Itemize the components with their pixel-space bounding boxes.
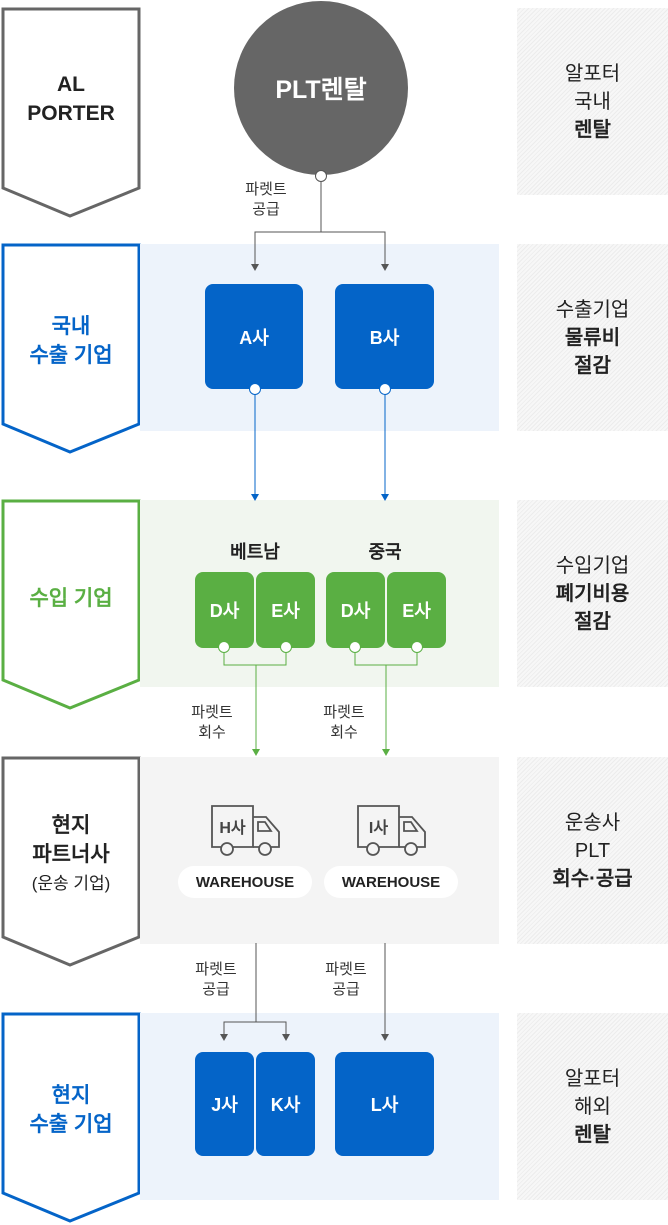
country-china: 중국 bbox=[368, 542, 402, 562]
panel-partner bbox=[140, 757, 499, 944]
company-j: J사 bbox=[195, 1052, 254, 1156]
banner-line: AL bbox=[57, 73, 85, 96]
warehouse-badge: WAREHOUSE bbox=[178, 866, 312, 898]
country-vietnam: 베트남 bbox=[230, 542, 280, 562]
truck-label-h: H사 bbox=[219, 820, 246, 837]
banner-line: 수출 기업 bbox=[29, 1113, 113, 1136]
banner-line: PORTER bbox=[27, 102, 115, 125]
company-d-vietnam: D사 bbox=[195, 572, 254, 648]
banner-al-porter: AL PORTER bbox=[0, 6, 142, 220]
banner-importer: 수입 기업 bbox=[0, 498, 142, 712]
panel-domestic bbox=[140, 244, 499, 431]
banner-line: 수입 기업 bbox=[29, 587, 113, 610]
connector-dot bbox=[249, 383, 261, 395]
company-e-vietnam: E사 bbox=[256, 572, 315, 648]
connector-dot bbox=[280, 641, 292, 653]
plt-rental-label: PLT렌탈 bbox=[275, 76, 367, 104]
company-l: L사 bbox=[335, 1052, 434, 1156]
banner-line: 현지 bbox=[51, 1084, 91, 1107]
company-a: A사 bbox=[205, 284, 303, 389]
banner-line: (운송 기업) bbox=[31, 874, 111, 893]
banner-line: 수출 기업 bbox=[29, 344, 113, 367]
connector-dot bbox=[411, 641, 423, 653]
connector-dot bbox=[349, 641, 361, 653]
connector-dot bbox=[379, 383, 391, 395]
banner-line: 현지 bbox=[51, 814, 91, 837]
truck-icon: H사 bbox=[210, 804, 282, 858]
plt-rental-circle: PLT렌탈 bbox=[234, 1, 408, 175]
truck-icon: I사 bbox=[356, 804, 428, 858]
company-b: B사 bbox=[335, 284, 434, 389]
warehouse-badge: WAREHOUSE bbox=[324, 866, 458, 898]
truck-label-i: I사 bbox=[368, 820, 389, 837]
company-d-china: D사 bbox=[326, 572, 385, 648]
connector-dot bbox=[218, 641, 230, 653]
connector-dot bbox=[315, 170, 327, 182]
company-e-china: E사 bbox=[387, 572, 446, 648]
company-k: K사 bbox=[256, 1052, 315, 1156]
banner-line: 국내 bbox=[51, 315, 91, 338]
banner-line: 파트너사 bbox=[32, 843, 110, 866]
